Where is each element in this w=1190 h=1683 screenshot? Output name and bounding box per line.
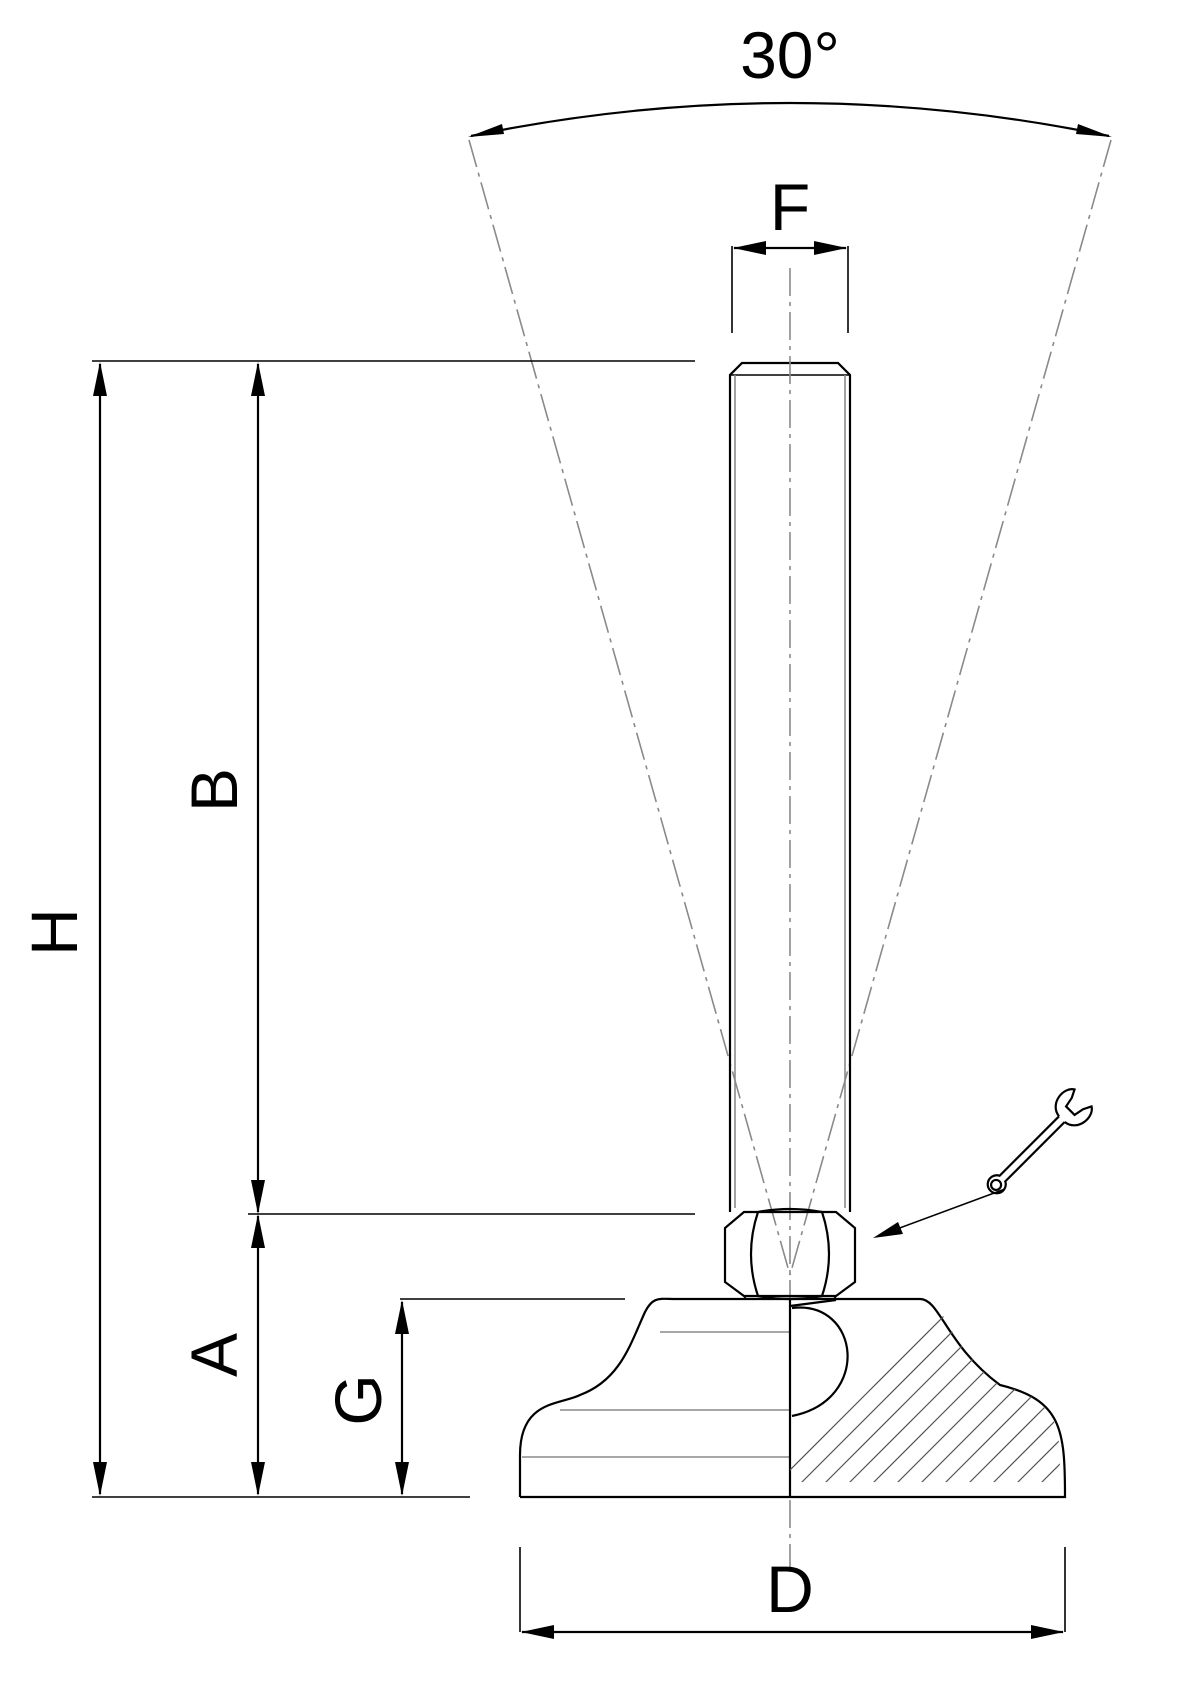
hatch-line: [831, 1291, 1061, 1482]
swivel-cone: [468, 139, 1112, 1276]
wrench-icon: [986, 1088, 1093, 1195]
hatch-line: [807, 1291, 1061, 1482]
hatch-line: [999, 1291, 1061, 1482]
hatch-line: [903, 1291, 1061, 1482]
hatch-line: [927, 1291, 1061, 1482]
section-view: [789, 1291, 1061, 1482]
hatch-line: [855, 1291, 1061, 1482]
hatch-line: [951, 1291, 1061, 1482]
adjustment-leader: [873, 1188, 1006, 1238]
pad-diameter-label: D: [766, 1552, 814, 1626]
base-pad: [518, 1297, 1067, 1499]
total-height-dimension: H: [17, 360, 695, 1498]
angle-label: 30°: [740, 18, 840, 92]
base-height-dimension: A: [177, 1214, 265, 1496]
pad-height-dimension: G: [321, 1298, 625, 1496]
pad-diameter-dimension: D: [519, 1547, 1066, 1639]
thread-length-dimension: B: [177, 362, 695, 1215]
pad-height-label: G: [321, 1374, 395, 1425]
angle-dimension: 30°: [468, 18, 1112, 138]
hatch-line: [790, 1291, 1061, 1482]
thread-length-label: B: [177, 768, 251, 812]
hatch-line: [879, 1291, 1061, 1482]
hatch-line: [1023, 1291, 1061, 1482]
thread-diameter-dimension: F: [731, 170, 849, 333]
base-height-label: A: [177, 1333, 251, 1377]
section-hatching: [790, 1291, 1061, 1482]
hatch-line: [975, 1291, 1061, 1482]
total-height-label: H: [17, 908, 91, 956]
hatch-line: [790, 1291, 1061, 1482]
thread-diameter-label: F: [770, 170, 810, 244]
